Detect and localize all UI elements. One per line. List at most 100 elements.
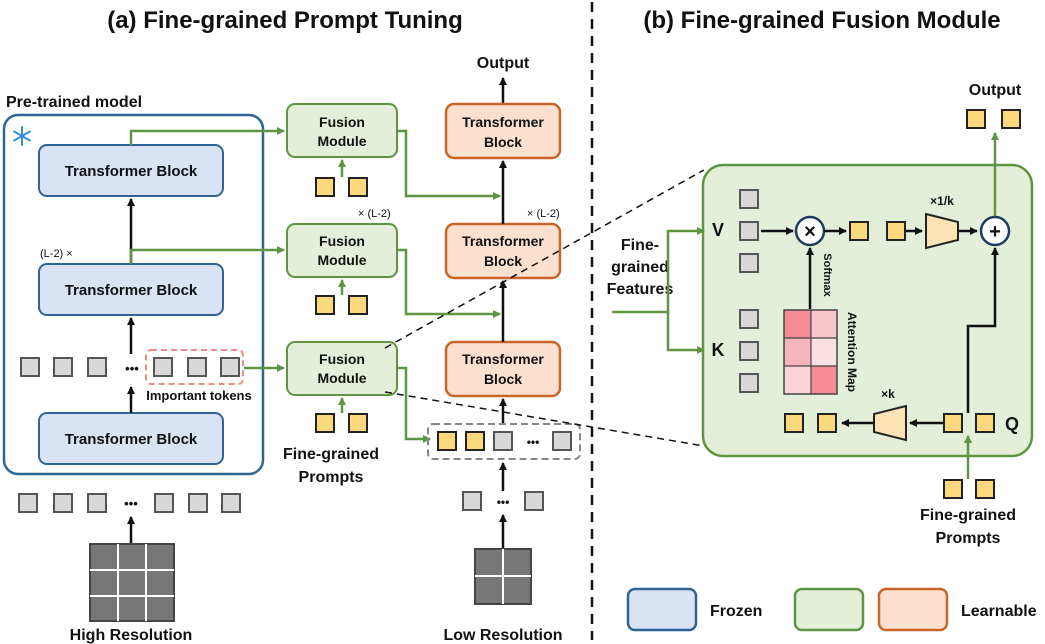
pretrained-token-dots: ••• <box>125 361 139 376</box>
token-gray <box>53 493 73 513</box>
arrow-features-to-v <box>612 227 705 314</box>
token-yellow <box>849 221 869 241</box>
upscale-label: ×k <box>881 387 895 401</box>
learnable-block-top-line1: Transformer <box>462 114 544 130</box>
fusion-module-2 <box>286 223 398 278</box>
arrow-features-to-k <box>666 312 705 354</box>
fusion-module-2-line2: Module <box>318 252 367 268</box>
token-gray <box>462 491 482 511</box>
arrow-mid-to-fusion2 <box>129 246 285 264</box>
arrow-fusion3-to-lowres-tokens <box>397 366 431 443</box>
softmax-label: Softmax <box>821 253 833 297</box>
fusion-module-3-line2: Module <box>318 370 367 386</box>
token-gray <box>220 357 240 377</box>
learnable-block-bottom-line1: Transformer <box>462 351 544 367</box>
token-gray <box>493 431 513 451</box>
module-output-tokens <box>966 109 1021 129</box>
legend-learnable-swatch <box>877 587 949 632</box>
important-tokens-label: Important tokens <box>146 388 251 403</box>
high-res-token-row <box>18 493 241 513</box>
add-node <box>979 215 1011 247</box>
token-yellow <box>943 479 963 499</box>
pretrained-repeat-label: (L-2) × <box>40 248 73 260</box>
prompt-tokens-3 <box>315 413 368 433</box>
token-yellow <box>465 431 485 451</box>
token-yellow <box>437 431 457 451</box>
upscaled-tokens <box>784 413 837 433</box>
transformer-block-top-label: Transformer Block <box>65 163 198 180</box>
token-yellow <box>943 413 963 433</box>
fusion-repeat-label: × (L-2) <box>358 208 391 220</box>
pretrained-label: Pre-trained model <box>6 94 142 111</box>
stack-output-label: Output <box>477 55 530 72</box>
stack-repeat-label: × (L-2) <box>527 208 560 220</box>
combined-token-row <box>437 431 572 451</box>
token-gray <box>153 357 173 377</box>
token-gray <box>221 493 241 513</box>
attention-map-label: Attention Map <box>845 312 859 392</box>
prompt-tokens-2 <box>315 295 368 315</box>
fusion-module-3-line1: Fusion <box>319 351 365 367</box>
features-line1: Fine- <box>621 237 659 254</box>
zoom-line-bottom <box>384 391 705 447</box>
module-prompts-line2: Prompts <box>936 530 1001 547</box>
token-yellow <box>1001 109 1021 129</box>
token-yellow <box>348 413 368 433</box>
arrow-q-to-plus <box>966 247 999 413</box>
learnable-block-mid-line2: Block <box>484 253 522 269</box>
combined-token-box <box>427 423 581 460</box>
multiply-icon: × <box>804 221 816 243</box>
pretrained-model-box <box>2 113 265 476</box>
token-gray <box>739 221 759 241</box>
v-label: V <box>712 220 724 240</box>
downscale-label: ×1/k <box>930 194 954 208</box>
learnable-block-top <box>444 102 562 160</box>
token-gray <box>524 491 544 511</box>
token-yellow <box>817 413 837 433</box>
snowflake-icon <box>13 126 31 146</box>
token-gray <box>20 357 40 377</box>
legend-frozen-label: Frozen <box>710 603 762 620</box>
pretrained-token-row <box>20 357 240 377</box>
q-tokens <box>943 413 995 433</box>
legend-fusion-swatch <box>793 587 865 632</box>
fusion-module-2-line1: Fusion <box>319 233 365 249</box>
token-gray <box>18 493 38 513</box>
learnable-block-mid-line1: Transformer <box>462 233 544 249</box>
module-prompt-tokens <box>943 479 995 499</box>
token-gray <box>53 357 73 377</box>
plus-icon: + <box>989 221 1001 243</box>
legend-frozen-swatch <box>626 587 698 632</box>
learnable-block-bottom-line2: Block <box>484 371 522 387</box>
token-yellow <box>975 479 995 499</box>
low-res-image-grid <box>474 548 532 605</box>
title-b: (b) Fine-grained Fusion Module <box>643 7 1000 34</box>
high-res-image-grid <box>89 543 175 622</box>
title-a: (a) Fine-grained Prompt Tuning <box>107 7 463 34</box>
token-yellow <box>315 295 335 315</box>
combined-token-dots: ••• <box>527 435 540 449</box>
module-output-label: Output <box>969 82 1022 99</box>
arrow-fusion2-to-stack <box>397 248 501 318</box>
token-gray <box>739 189 759 209</box>
token-yellow <box>348 295 368 315</box>
token-yellow <box>784 413 804 433</box>
v-tokens <box>739 189 759 273</box>
token-gray <box>87 493 107 513</box>
low-res-token-row <box>462 491 544 511</box>
learnable-block-top-line2: Block <box>484 134 522 150</box>
token-yellow <box>348 177 368 197</box>
attention-map <box>783 309 838 395</box>
zoom-line-top <box>384 169 705 349</box>
fusion-module-3 <box>286 341 398 396</box>
prompt-tokens-1 <box>315 177 368 197</box>
fusion-module-1-line2: Module <box>318 133 367 149</box>
token-gray <box>739 309 759 329</box>
token-gray <box>188 493 208 513</box>
token-gray <box>739 341 759 361</box>
token-yellow <box>886 221 906 241</box>
features-line2: grained <box>611 259 669 276</box>
low-res-token-dots: ••• <box>497 495 510 509</box>
high-res-token-dots: ••• <box>124 496 138 511</box>
